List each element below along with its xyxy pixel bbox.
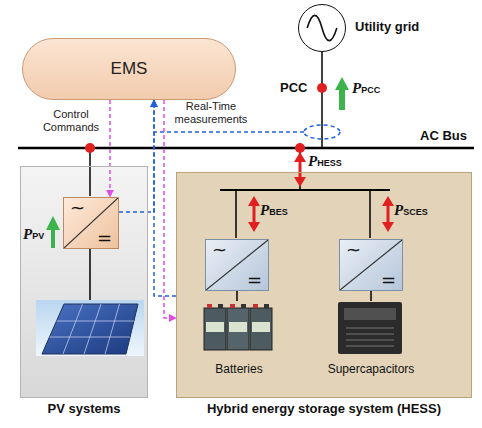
green-arrow (335, 77, 349, 90)
pv-region: PV systems~= (20, 166, 148, 398)
power-label: PPCC (352, 80, 380, 99)
region-title: PV systems (48, 401, 121, 416)
bes-converter: ~= (205, 239, 269, 291)
device-label: Supercapacitors (328, 362, 415, 376)
dc-symbol: = (381, 270, 396, 290)
power-wire (370, 291, 372, 301)
ems-box: EMS (22, 38, 236, 100)
pv-inverter: ~= (63, 197, 119, 249)
supercapacitor-picture (338, 302, 402, 354)
signal-label: Control Commands (38, 108, 104, 134)
power-wire (236, 291, 238, 301)
signal-label: Real-Time measurements (168, 100, 254, 126)
dc-symbol: = (247, 270, 262, 290)
node-label: PCC (280, 80, 307, 95)
battery-picture (204, 304, 272, 350)
ac-symbol: ~ (212, 240, 227, 260)
sine-wave (307, 15, 337, 40)
device-label: Batteries (215, 362, 262, 376)
panel-wire (89, 248, 91, 304)
power-label: PSCES (394, 202, 428, 221)
source-label: Utility grid (355, 19, 419, 34)
power-label: PBES (260, 202, 288, 221)
green-arrow (339, 90, 345, 110)
region-title: Hybrid energy storage system (HESS) (207, 401, 441, 416)
hess-ground (176, 172, 472, 398)
diagonal-line (64, 198, 118, 248)
measure-wire (154, 131, 304, 133)
red-double-arrow (248, 196, 260, 232)
control-command-line (164, 100, 176, 318)
diagonal-line (206, 240, 268, 290)
measurement-line (119, 100, 154, 212)
hess-region: Hybrid energy storage system (HESS)~=~=B… (176, 172, 472, 398)
bes-wire (235, 190, 237, 238)
power-label: PPV (23, 226, 44, 245)
hess-dot (295, 143, 305, 153)
red-double-arrow (382, 196, 394, 232)
supercap-module: Supercapacitors (319, 301, 423, 377)
measure-ring (304, 125, 340, 139)
power-label: PHESS (308, 153, 342, 172)
grid-source: Utility grid (298, 4, 346, 52)
dc-symbol: = (97, 228, 112, 248)
solar-panel (36, 300, 144, 356)
grid-wire (321, 52, 323, 148)
battery-bank: Batteries (197, 301, 281, 377)
ac-symbol: ~ (70, 198, 85, 218)
bus-label: AC Bus (420, 128, 467, 143)
hess-bus (220, 189, 390, 191)
box-title: EMS (111, 59, 148, 79)
pv-wire (89, 148, 91, 196)
red-double-arrow (294, 152, 306, 187)
green-arrow (46, 216, 60, 230)
control-command-line (109, 100, 111, 197)
pv-dot (85, 143, 95, 153)
sine-symbol (299, 5, 345, 51)
ac-symbol: ~ (346, 240, 361, 260)
pcc-dot (317, 83, 327, 93)
sces-wire (369, 190, 371, 238)
diagonal-line (340, 240, 402, 290)
sces-converter: ~= (339, 239, 403, 291)
measurement-line (154, 100, 176, 296)
pv-ground (20, 166, 148, 398)
green-arrow (51, 230, 55, 248)
